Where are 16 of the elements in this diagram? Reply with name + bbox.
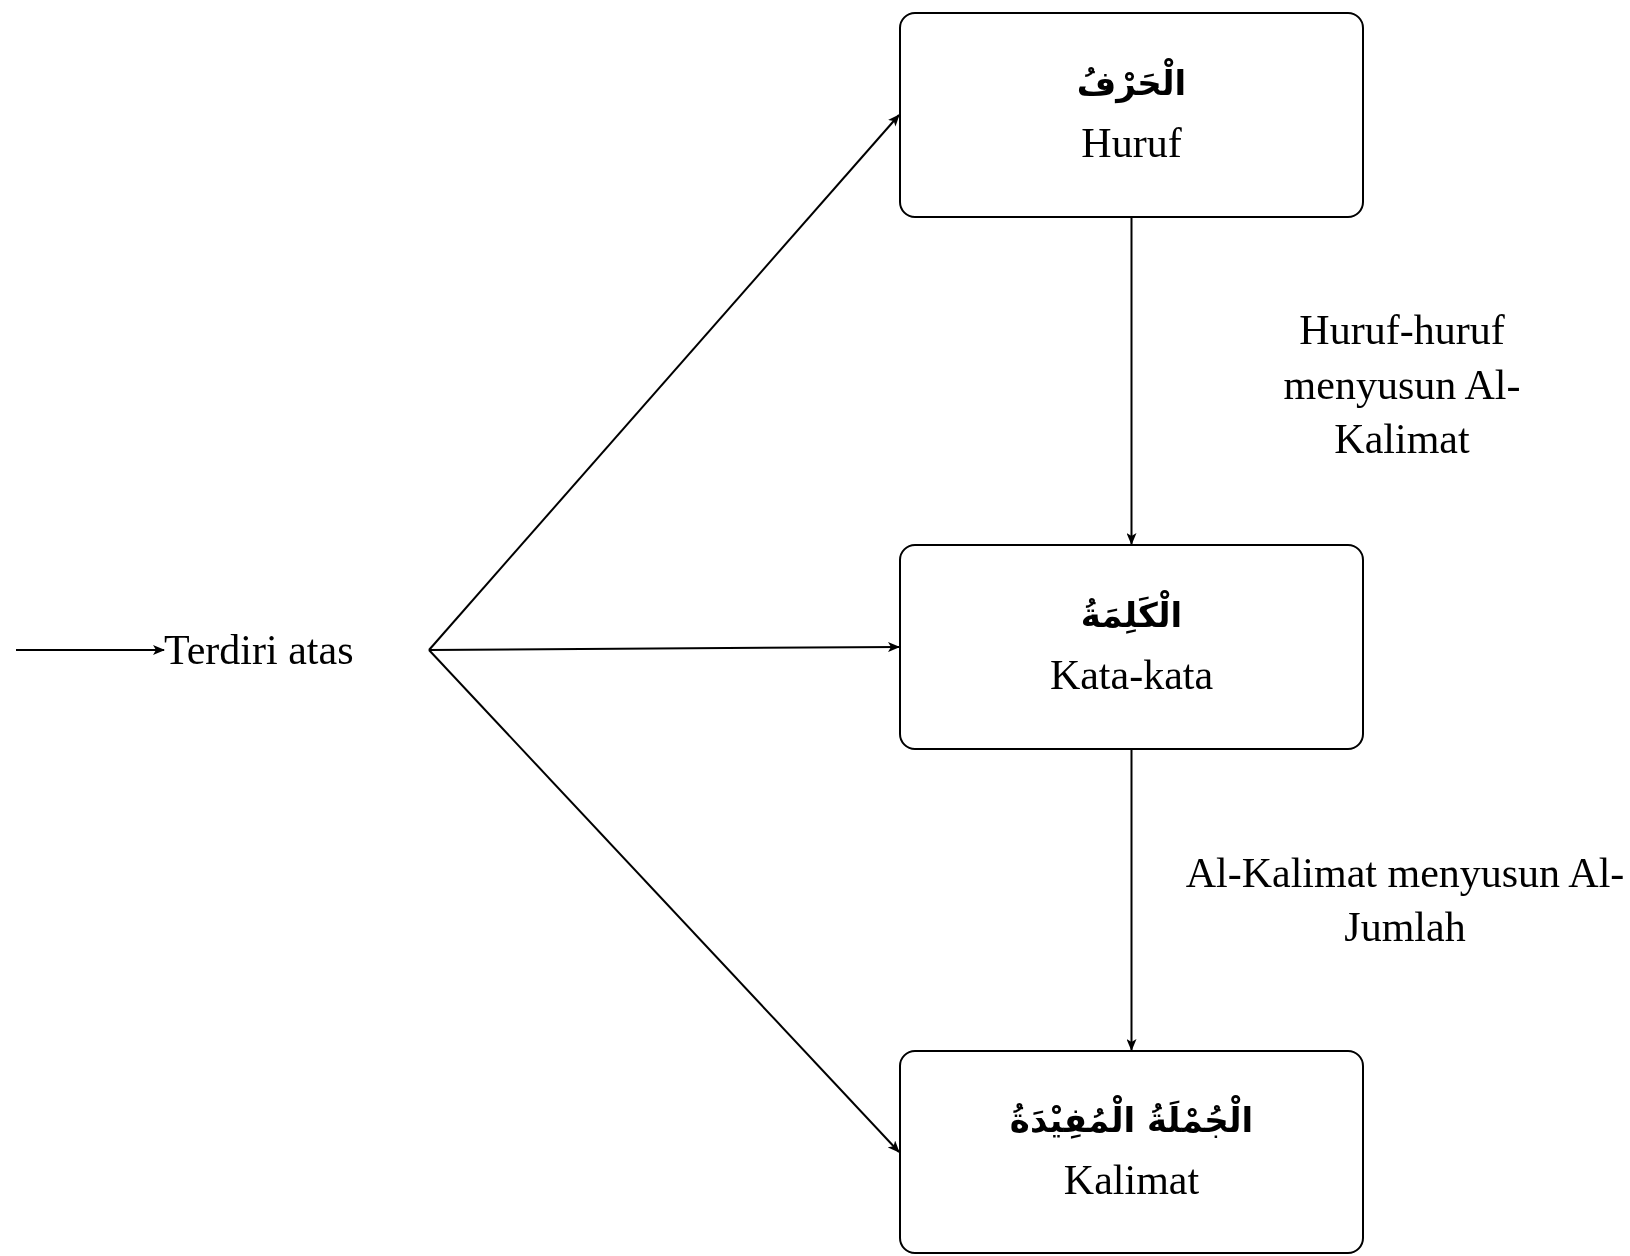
arabic-term: الْكَلِمَةُ bbox=[1080, 591, 1183, 640]
term-label: Kalimat bbox=[1063, 1155, 1200, 1205]
arrow bbox=[1126, 217, 1137, 545]
arrow bbox=[1126, 749, 1137, 1051]
arrow bbox=[428, 642, 900, 653]
term-label: Kata-kata bbox=[1049, 650, 1214, 700]
arrow bbox=[428, 114, 900, 651]
term-box bbox=[899, 1050, 1364, 1254]
arrow bbox=[428, 649, 900, 1153]
relation-text: Terdiri atas bbox=[164, 626, 354, 674]
arrow bbox=[15, 645, 165, 655]
arabic-term: الْحَرْفُ bbox=[1076, 59, 1187, 108]
arabic-term: الْجُمْلَةُ الْمُفِيْدَةُ bbox=[1009, 1096, 1254, 1145]
term-box bbox=[899, 544, 1364, 750]
term-label: Huruf bbox=[1081, 118, 1182, 168]
term-box bbox=[899, 12, 1364, 218]
